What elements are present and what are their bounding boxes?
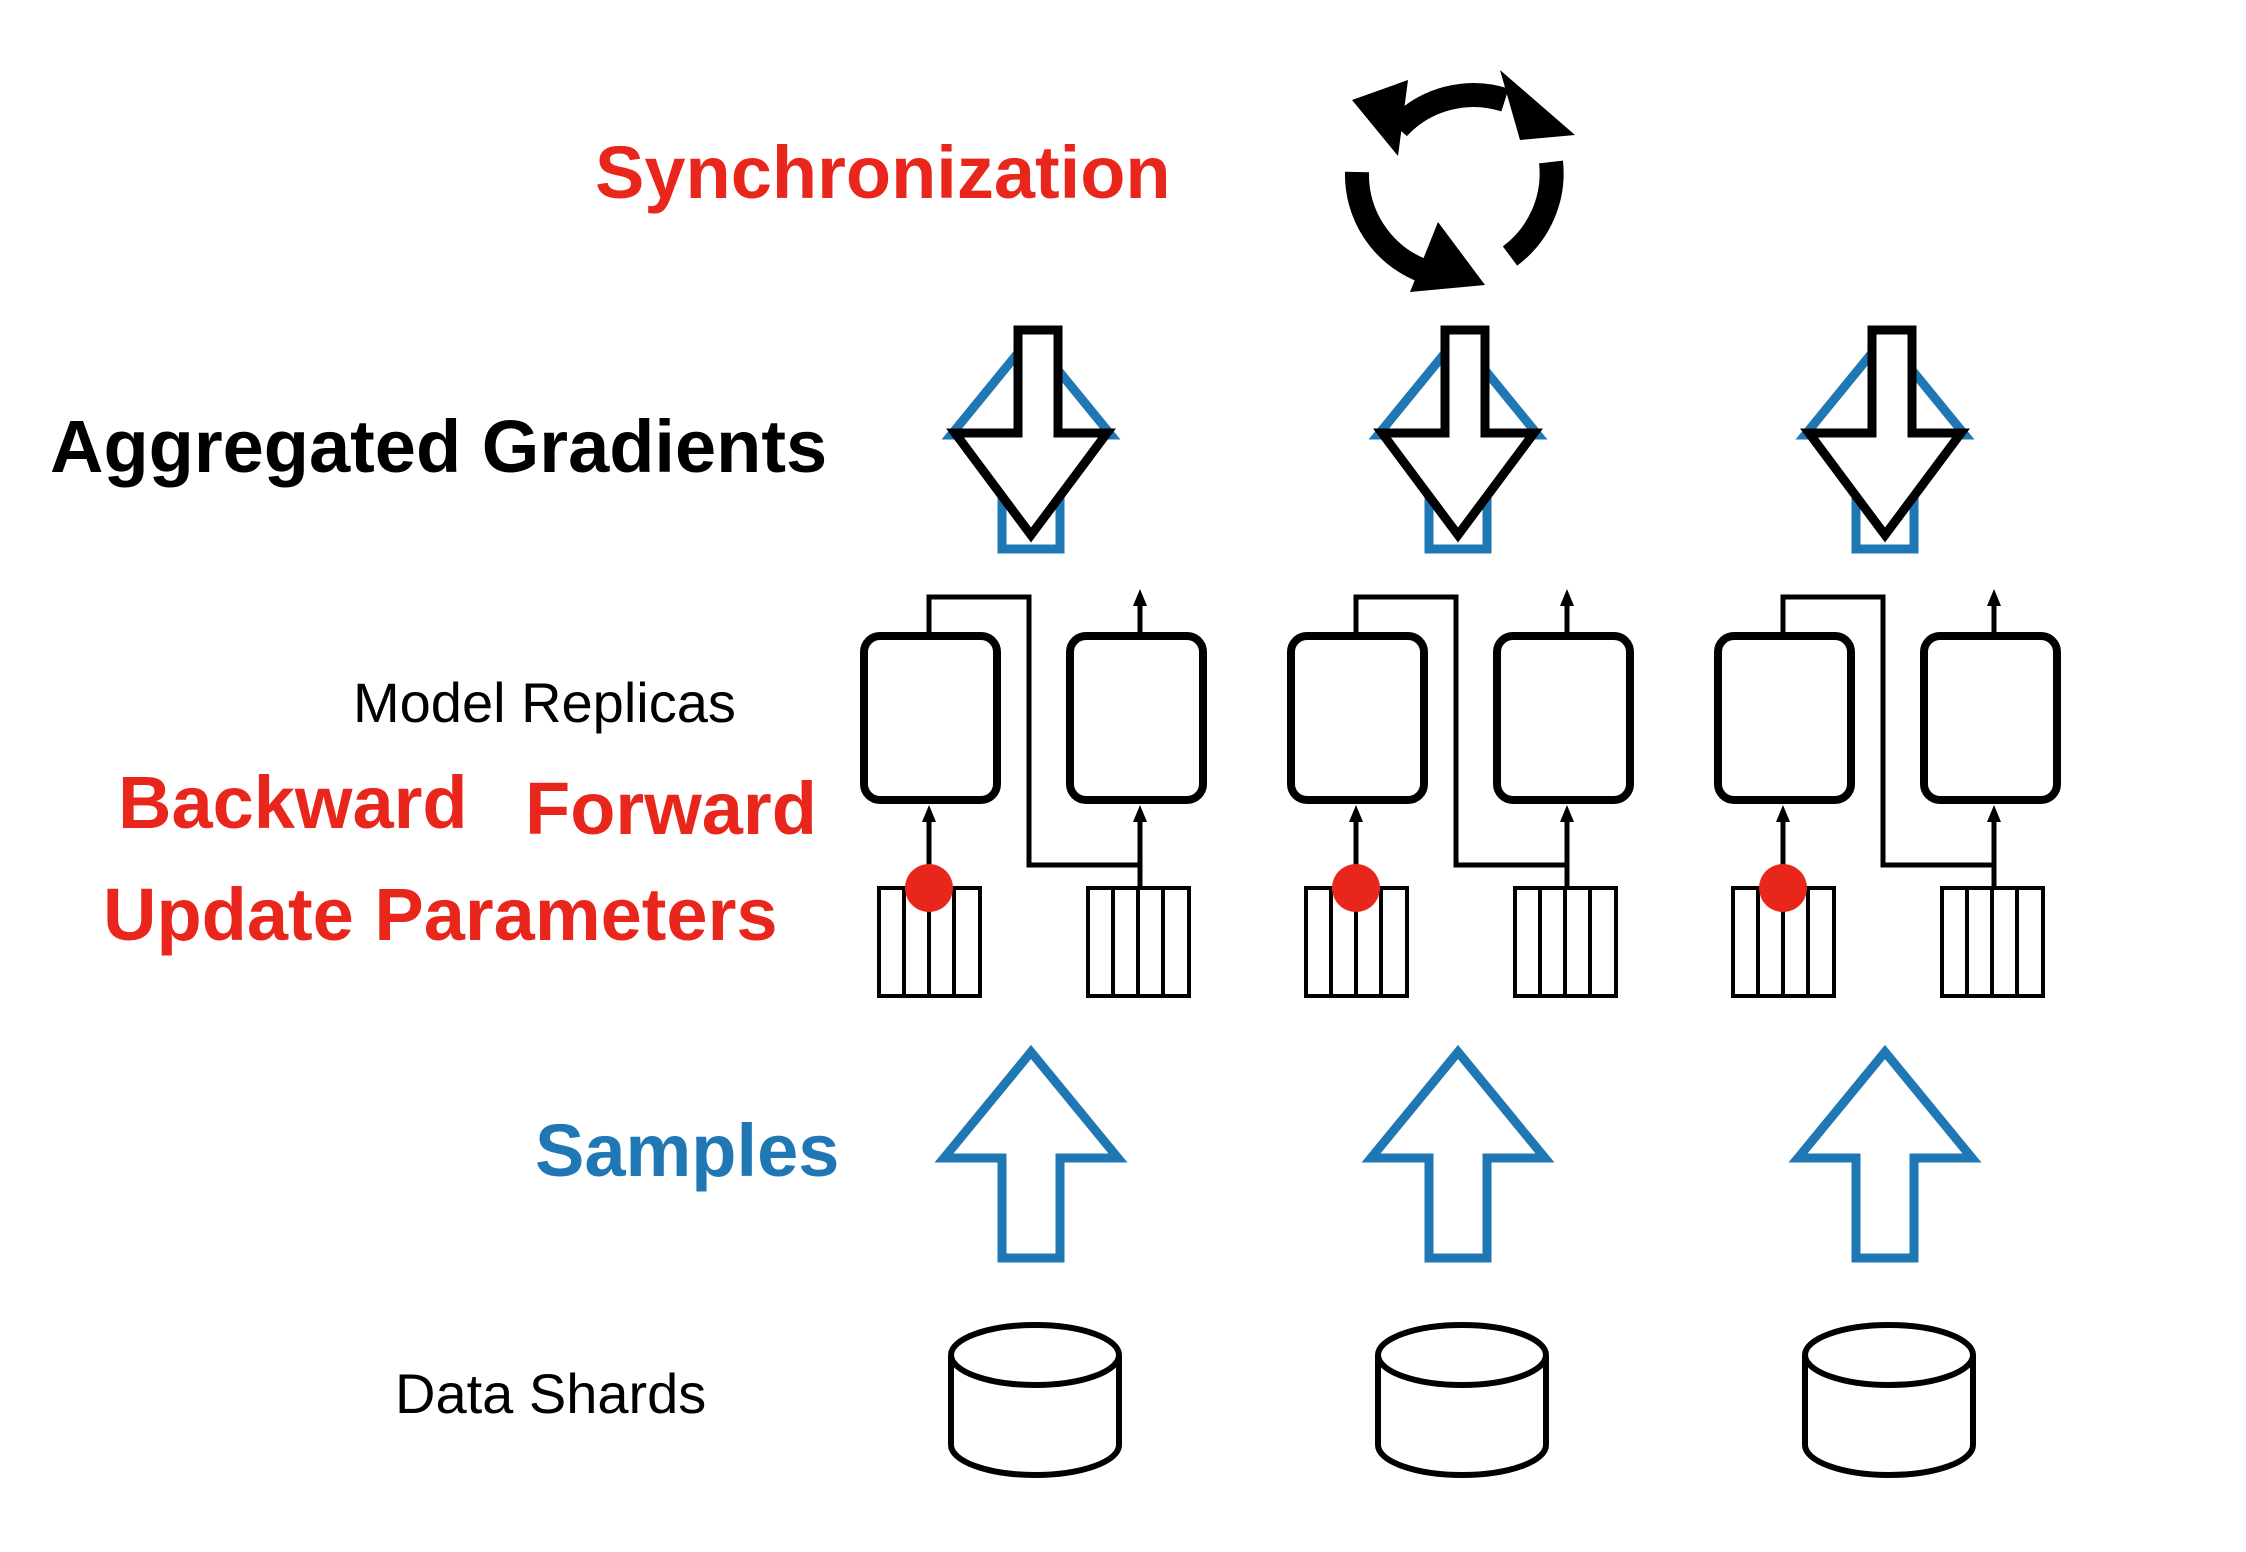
backward-block [1714,632,1855,804]
update-parameters-dot [905,864,953,912]
forward-block [1493,632,1634,804]
model-replicas-label: Model Replicas [353,671,736,734]
aggregated-gradient-arrow [941,325,1121,554]
sync-cycle-icon [1344,70,1575,292]
forward-label: Forward [525,767,817,850]
forward-parameter-buffer [1086,886,1191,998]
replica-network [1287,589,1634,998]
update-parameters-dot [1332,864,1380,912]
forward-parameter-buffer [1940,886,2045,998]
backward-label: Backward [118,761,468,844]
update-parameters-label: Update Parameters [103,873,778,956]
forward-block [1920,632,2061,804]
database-cylinder-icon [948,1322,1122,1478]
replica-column-3 [1714,325,2061,1478]
forward-block [1066,632,1207,804]
up-arrow-icon [934,1044,1128,1263]
forward-parameter-buffer [1513,886,1618,998]
database-cylinder-icon [1802,1322,1976,1478]
aggregated-gradient-arrow [1795,325,1975,554]
up-arrow-icon [1788,1044,1982,1263]
replica-network [1714,589,2061,998]
backward-block [860,632,1001,804]
replica-network [860,589,1207,998]
data-shards-label: Data Shards [395,1362,706,1425]
aggregated-gradients-label: Aggregated Gradients [50,405,827,488]
up-arrow-icon [1361,1044,1555,1263]
synchronization-label: Synchronization [595,131,1171,214]
down-arrow-icon [1373,325,1543,543]
down-arrow-icon [946,325,1116,543]
update-parameters-dot [1759,864,1807,912]
replica-column-1 [860,325,1207,1478]
replica-column-2 [1287,325,1634,1478]
aggregated-gradient-arrow [1368,325,1548,554]
down-arrow-icon [1800,325,1970,543]
backward-block [1287,632,1428,804]
samples-label: Samples [535,1109,839,1192]
database-cylinder-icon [1375,1322,1549,1478]
